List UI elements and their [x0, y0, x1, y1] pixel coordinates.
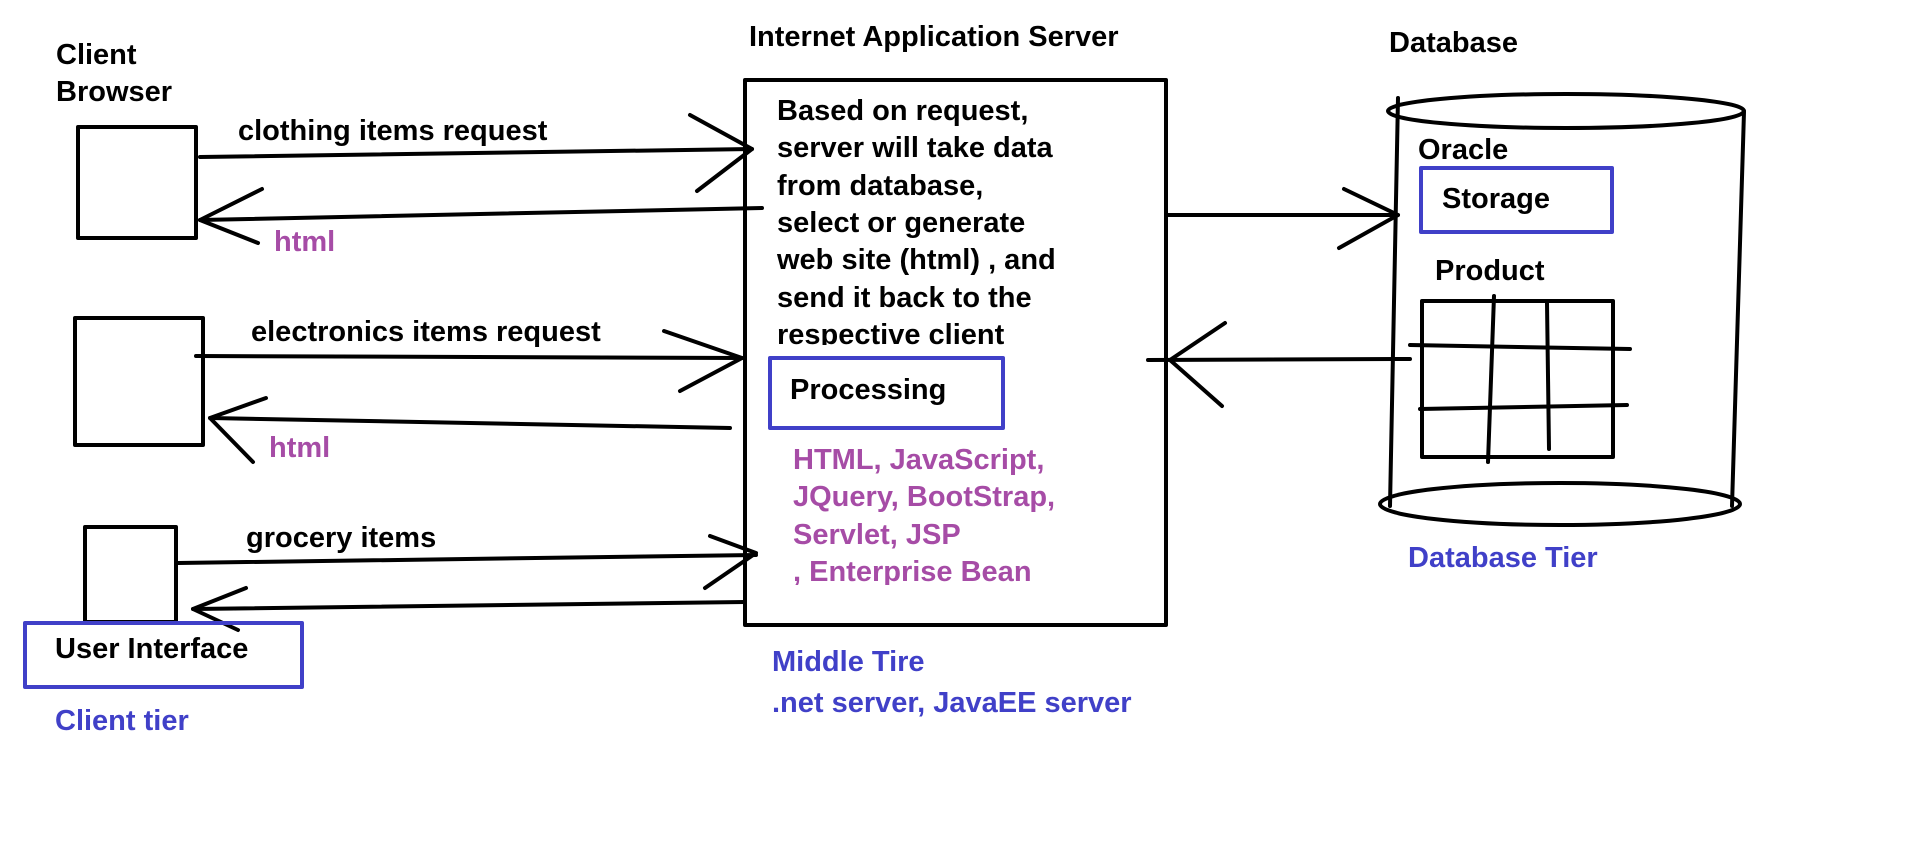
server-description-line-2: server will take data [777, 132, 1053, 164]
server-title: Internet Application Server [749, 21, 1119, 53]
client-browser-title-line2: Browser [56, 76, 173, 108]
clothing-request-arrowhead [688, 113, 754, 193]
database-title: Database [1389, 27, 1518, 59]
user-interface-label: User Interface [55, 633, 249, 665]
product-table-row-line-1 [1408, 343, 1632, 351]
oracle-label: Oracle [1418, 134, 1509, 166]
db-to-server-arrow [1146, 357, 1412, 362]
clothing-request-arrow [198, 147, 754, 159]
grocery-request-arrow [176, 553, 758, 565]
db-cylinder-left-side [1388, 96, 1400, 508]
db-cylinder-bottom [1378, 481, 1742, 527]
processing-box [768, 356, 1005, 430]
grocery-response-arrow [191, 600, 747, 611]
electronics-response-arrow [208, 416, 732, 430]
server-box [743, 78, 1168, 627]
product-table-col-line-2 [1545, 301, 1551, 451]
db-cylinder-top [1386, 92, 1746, 130]
client-box-3 [83, 525, 178, 624]
client-box-2 [73, 316, 205, 447]
grocery-request-arrowhead [703, 534, 758, 590]
clothing-response-arrow [198, 206, 764, 222]
server-description-line-7: respective client [777, 319, 1005, 345]
tech-line-4: , Enterprise Bean [793, 556, 1032, 585]
storage-label: Storage [1442, 183, 1550, 215]
db-cylinder-right-side [1730, 110, 1746, 508]
tech-line-1: HTML, JavaScript, [793, 444, 1045, 476]
server-description-line-5: web site (html) , and [777, 244, 1056, 276]
server-to-db-arrowhead [1337, 187, 1400, 250]
client-box-1 [76, 125, 198, 240]
tech-line-2: JQuery, BootStrap, [793, 481, 1056, 513]
clothing-response-arrowhead [198, 187, 264, 245]
middle-tier-label-line1: Middle Tire [772, 646, 925, 678]
server-description-line-1: Based on request, [777, 95, 1029, 127]
clothing-response-label: html [274, 226, 336, 258]
server-description-line-3: from database, [777, 170, 984, 202]
db-to-server-arrowhead [1168, 321, 1227, 408]
user-interface-box [23, 621, 304, 689]
electronics-response-arrowhead [208, 396, 268, 464]
database-tier-label: Database Tier [1408, 542, 1598, 574]
processing-label: Processing [790, 374, 947, 406]
product-table [1420, 299, 1615, 459]
product-table-label: Product [1435, 255, 1545, 287]
middle-tier-label-line2: .net server, JavaEE server [772, 687, 1132, 719]
tech-line-3: Servlet, JSP [793, 519, 961, 551]
electronics-request-arrowhead [662, 329, 744, 393]
electronics-response-label: html [269, 432, 331, 464]
server-description-line-6: send it back to the [777, 282, 1032, 314]
product-table-col-line-1 [1486, 294, 1496, 464]
product-table-row-line-2 [1418, 403, 1629, 411]
storage-box [1419, 166, 1614, 234]
grocery-request-label: grocery items [246, 522, 437, 554]
electronics-request-label: electronics items request [251, 316, 601, 348]
clothing-request-label: clothing items request [238, 115, 548, 147]
server-description-line-4: select or generate [777, 207, 1026, 239]
client-tier-label: Client tier [55, 705, 189, 737]
client-browser-title-line1: Client [56, 39, 137, 71]
electronics-request-arrow [194, 354, 744, 360]
